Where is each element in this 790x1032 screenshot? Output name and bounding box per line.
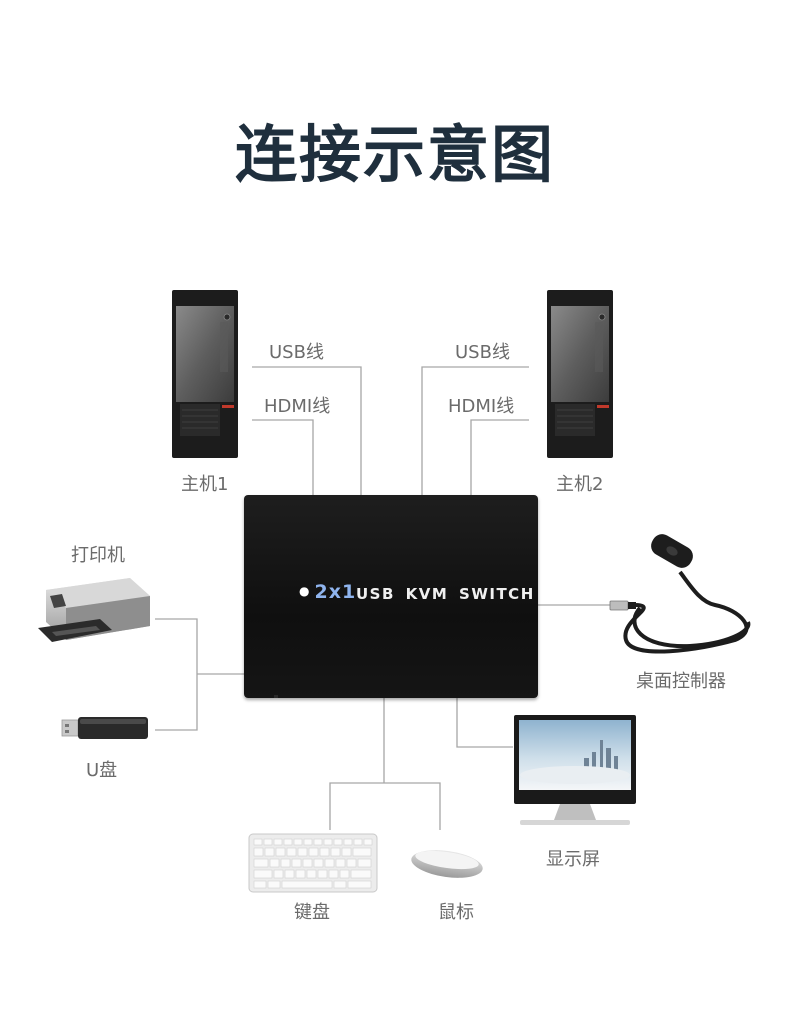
printer-icon xyxy=(38,578,150,642)
usb-drive-label: U盘 xyxy=(86,760,118,781)
page-title: 连接示意图 xyxy=(234,118,555,191)
input-cable-branch xyxy=(329,782,441,830)
kvm-product-name: USB KVM SWITCH xyxy=(356,585,535,603)
hdmi-cable-left xyxy=(252,419,314,495)
host2-label: 主机2 xyxy=(556,474,604,495)
usb-cable-right xyxy=(421,366,529,495)
hdmi-cable-right xyxy=(470,419,529,495)
kvm-logo: ●2x1 xyxy=(299,581,356,603)
keyboard-label: 键盘 xyxy=(294,902,330,923)
monitor-cable xyxy=(456,698,513,748)
host1-label: 主机1 xyxy=(181,474,229,495)
host2-tower-icon xyxy=(547,290,613,458)
desk-controller-icon xyxy=(609,534,751,654)
usb-cable-left xyxy=(252,366,362,495)
keyboard-icon xyxy=(248,833,378,893)
kvm-logo-text: 2x1 xyxy=(314,581,357,603)
usb-cable-label-right: USB线 xyxy=(455,342,510,363)
monitor-icon xyxy=(514,715,636,825)
usb-cable-label-left: USB线 xyxy=(269,342,324,363)
monitor-label: 显示屏 xyxy=(546,849,600,870)
mouse-label: 鼠标 xyxy=(438,902,474,923)
mouse-icon xyxy=(411,850,483,878)
hdmi-cable-label-left: HDMI线 xyxy=(264,396,331,417)
kvm-switch: ●2x1 USB KVM SWITCH xyxy=(244,495,538,698)
kvm-led xyxy=(274,695,278,698)
desk-controller-label: 桌面控制器 xyxy=(636,671,726,692)
usb-drive-icon xyxy=(61,717,148,739)
hdmi-cable-label-right: HDMI线 xyxy=(448,396,515,417)
printer-label: 打印机 xyxy=(71,545,125,566)
logo-dot-icon: ● xyxy=(299,584,311,598)
host1-tower-icon xyxy=(172,290,238,458)
printer-cable xyxy=(155,618,198,731)
